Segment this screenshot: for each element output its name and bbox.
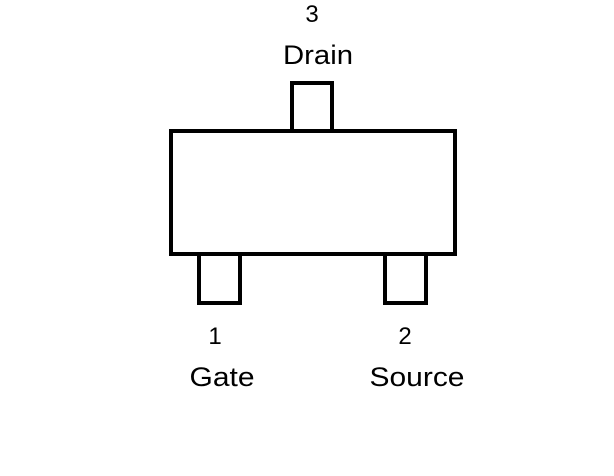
gate-pin-number: 1 [208, 323, 221, 350]
gate-pin-lead [197, 252, 242, 305]
drain-pin-lead [290, 81, 334, 133]
gate-pin-label: Gate [190, 362, 255, 392]
drain-pin-number: 3 [305, 1, 318, 28]
source-pin-label: Source [370, 362, 465, 392]
package-body [169, 129, 457, 256]
source-pin-number: 2 [398, 323, 411, 350]
drain-pin-label: Drain [283, 40, 353, 70]
source-pin-lead [383, 252, 428, 305]
